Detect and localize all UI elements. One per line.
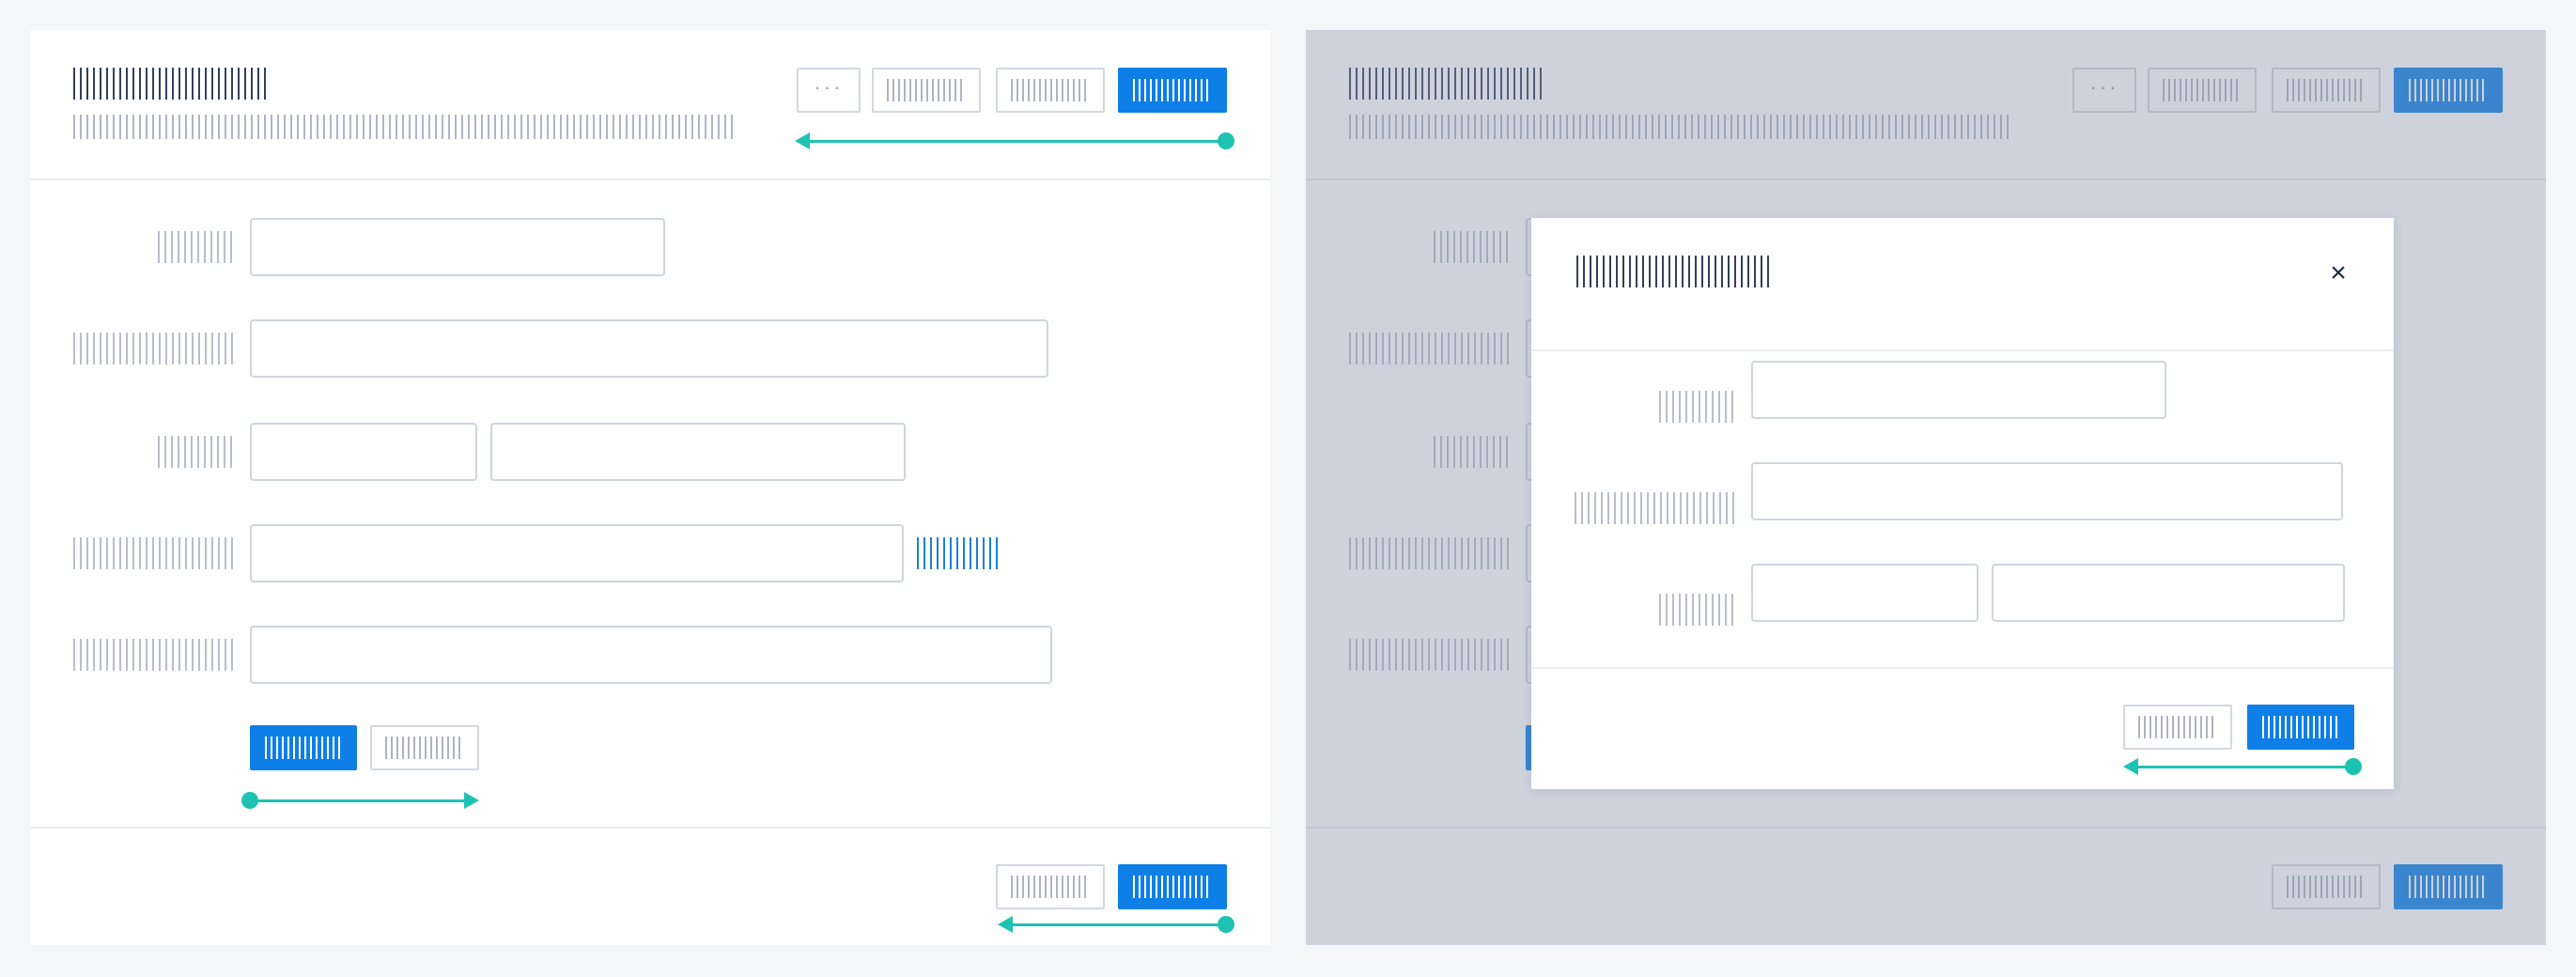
modal-cancel-button[interactable]: [2123, 705, 2232, 750]
form-actions-order-arrow: [250, 799, 468, 802]
form-label-3: [158, 436, 237, 468]
form-label-2: [73, 333, 237, 364]
header-actions-order-arrow: [808, 140, 1227, 143]
footer-divider: [1306, 827, 2546, 829]
form-cancel-button[interactable]: [370, 725, 479, 770]
page-with-modal: ··· ×: [1306, 30, 2546, 945]
header-divider: [1306, 178, 2546, 180]
form-input-3b[interactable]: [490, 423, 906, 481]
more-actions-button[interactable]: ···: [797, 68, 861, 113]
arrow-head: [998, 916, 1013, 933]
modal-header-divider: [1531, 349, 2394, 351]
header-secondary-button-2[interactable]: [2272, 68, 2381, 113]
arrow-head: [2123, 758, 2138, 775]
modal-confirm-button[interactable]: [2247, 705, 2354, 750]
form-label-1: [1434, 231, 1513, 263]
modal-title: [1576, 256, 1770, 287]
modal-form-label-3: [1659, 594, 1738, 626]
form-label-4: [1349, 537, 1513, 569]
header-secondary-button-1[interactable]: [872, 68, 981, 113]
form-input-1[interactable]: [250, 218, 665, 276]
modal-input-2[interactable]: [1751, 462, 2343, 520]
arrow-origin-dot: [2345, 758, 2362, 775]
form-label-4: [73, 537, 237, 569]
form-label-3: [1434, 436, 1513, 468]
footer-divider: [30, 827, 1270, 829]
footer-actions-order-arrow: [1011, 923, 1227, 926]
form-input-4[interactable]: [250, 524, 904, 582]
modal-input-3a[interactable]: [1751, 564, 1979, 622]
page-with-form: ···: [30, 30, 1270, 945]
form-inline-link[interactable]: [917, 537, 998, 569]
form-input-5[interactable]: [250, 626, 1052, 684]
modal-footer-divider: [1531, 667, 2394, 669]
header-primary-button[interactable]: [1118, 68, 1227, 113]
arrow-origin-dot: [1218, 132, 1234, 149]
form-label-2: [1349, 333, 1513, 364]
footer-secondary-button[interactable]: [2272, 864, 2381, 909]
more-actions-button[interactable]: ···: [2072, 68, 2136, 113]
modal-form-label-2: [1575, 492, 1738, 524]
arrow-head: [464, 792, 479, 809]
modal-input-1[interactable]: [1751, 361, 2166, 419]
modal-form-label-1: [1659, 391, 1738, 423]
ellipsis-icon: ···: [2089, 75, 2119, 99]
page-subtitle: [73, 115, 735, 139]
ellipsis-icon: ···: [814, 75, 844, 99]
header-secondary-button-1[interactable]: [2148, 68, 2257, 113]
form-input-2[interactable]: [250, 319, 1048, 378]
modal-input-3b[interactable]: [1992, 564, 2345, 622]
form-label-1: [158, 231, 237, 263]
form-submit-button[interactable]: [250, 725, 357, 770]
form-input-3a[interactable]: [250, 423, 477, 481]
header-primary-button[interactable]: [2394, 68, 2503, 113]
page-subtitle: [1349, 115, 2010, 139]
header-divider: [30, 178, 1270, 180]
arrow-head: [795, 132, 810, 149]
header-secondary-button-2[interactable]: [996, 68, 1105, 113]
close-icon[interactable]: ×: [2330, 257, 2347, 288]
footer-primary-button[interactable]: [2394, 864, 2503, 909]
footer-primary-button[interactable]: [1118, 864, 1227, 909]
form-label-5: [1349, 639, 1513, 671]
form-label-5: [73, 639, 237, 671]
arrow-origin-dot: [1218, 916, 1234, 933]
modal-dialog: ×: [1531, 218, 2394, 789]
page-title: [1349, 68, 1543, 100]
modal-actions-order-arrow: [2136, 766, 2354, 768]
page-title: [73, 68, 267, 100]
footer-secondary-button[interactable]: [996, 864, 1105, 909]
